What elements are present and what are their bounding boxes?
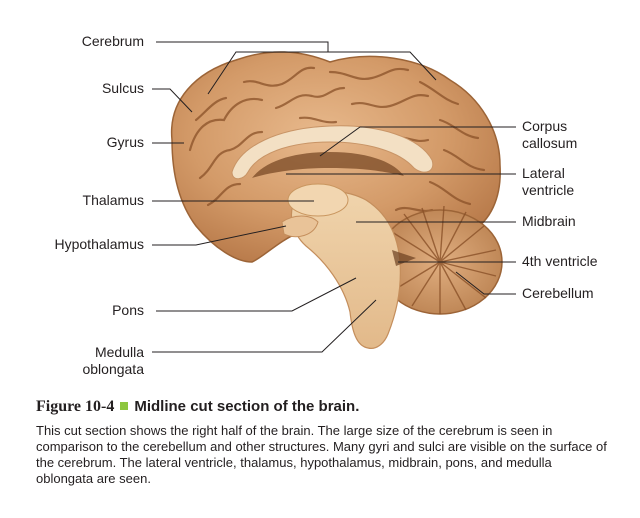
label-medulla-line1: Medulla — [94, 344, 144, 360]
brain-figure: Cerebrum Sulcus Gyrus Thalamus Hypothala… — [54, 33, 598, 378]
label-gyrus: Gyrus — [106, 134, 144, 150]
brain-illustration — [152, 41, 516, 353]
cerebellum-folia — [391, 205, 497, 314]
label-lateral-line2: ventricle — [522, 182, 575, 198]
label-corpus-line2: callosum — [522, 135, 578, 151]
label-cerebrum: Cerebrum — [81, 33, 144, 49]
label-sulcus: Sulcus — [101, 80, 144, 96]
hypothalamus-shape — [281, 215, 319, 238]
label-thalamus: Thalamus — [82, 192, 144, 208]
leader-lines — [152, 41, 516, 353]
label-medulla-oblongata: Medulla oblongata — [82, 344, 144, 378]
label-cerebellum: Cerebellum — [522, 285, 594, 301]
label-corpus-callosum: Corpus callosum — [522, 118, 577, 152]
label-hypothalamus: Hypothalamus — [54, 236, 145, 252]
label-corpus-line1: Corpus — [522, 118, 568, 134]
label-medulla-line2: oblongata — [82, 361, 144, 377]
label-pons: Pons — [112, 302, 144, 318]
brainstem-shape — [290, 190, 401, 349]
label-fourth-ventricle: 4th ventricle — [522, 253, 598, 269]
label-midbrain: Midbrain — [522, 213, 576, 229]
label-lateral-ventricle: Lateral ventricle — [522, 165, 574, 199]
figure-caption-heading: Figure 10-4 Midline cut section of the br… — [36, 398, 359, 416]
corpus-callosum-shape — [231, 125, 434, 180]
label-lateral-line1: Lateral — [522, 165, 565, 181]
figure-number: Figure 10-4 — [36, 398, 115, 415]
figure-title: Midline cut section of the brain. — [134, 398, 360, 415]
lateral-ventricle-shape — [252, 152, 404, 178]
figure-caption-body: This cut section shows the right half of… — [36, 423, 607, 486]
thalamus-shape — [287, 183, 349, 217]
caption-accent-square — [120, 402, 129, 410]
